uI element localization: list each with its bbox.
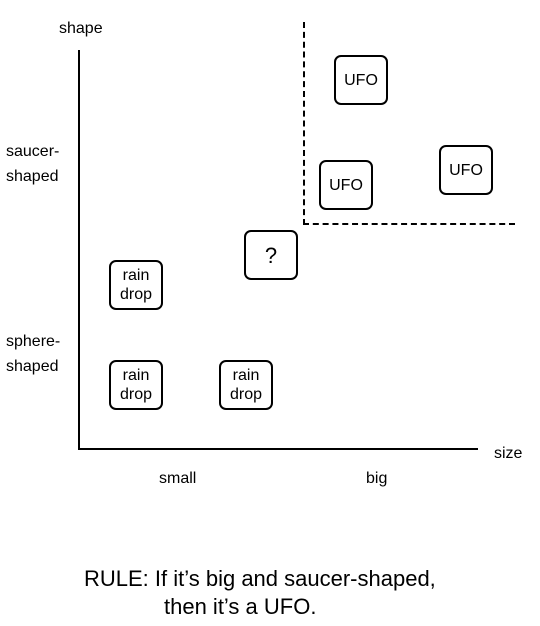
- unknown-box: ?: [244, 230, 298, 280]
- ufo-label: UFO: [449, 161, 483, 179]
- x-label-small: small: [159, 470, 197, 487]
- raindrop-box: rain drop: [109, 360, 163, 410]
- raindrop-label-line1: rain: [122, 367, 150, 384]
- y-axis-line: [78, 50, 80, 450]
- raindrop-label-line1: rain: [122, 267, 150, 284]
- ufo-box: UFO: [334, 55, 388, 105]
- rule-line-1: RULE: If it’s big and saucer-shaped,: [84, 566, 436, 591]
- raindrop-box: rain drop: [109, 260, 163, 310]
- raindrop-label-line2: drop: [229, 386, 263, 403]
- ufo-label: UFO: [344, 71, 378, 89]
- y-label-sphere-line2: shaped: [6, 358, 59, 375]
- y-label-sphere-shaped: sphere- shaped: [6, 329, 60, 379]
- ufo-box: UFO: [439, 145, 493, 195]
- y-axis-title: shape: [59, 20, 103, 37]
- raindrop-box: rain drop: [219, 360, 273, 410]
- ufo-label: UFO: [329, 176, 363, 194]
- rule-line-2: then it’s a UFO.: [164, 594, 317, 619]
- raindrop-label-line1: rain: [232, 367, 260, 384]
- rule-boundary-vertical: [303, 22, 305, 225]
- y-label-saucer-shaped: saucer- shaped: [6, 139, 59, 189]
- x-label-big: big: [366, 470, 388, 487]
- x-axis-title: size: [494, 445, 523, 462]
- raindrop-label-line2: drop: [119, 386, 153, 403]
- rule-boundary-horizontal: [303, 223, 515, 225]
- y-label-sphere-line1: sphere-: [6, 333, 61, 350]
- x-axis-line: [78, 448, 478, 450]
- question-mark: ?: [264, 242, 278, 268]
- y-label-saucer-line2: shaped: [6, 168, 59, 185]
- raindrop-label-line2: drop: [119, 286, 153, 303]
- y-label-saucer-line1: saucer-: [6, 143, 60, 160]
- ufo-box: UFO: [319, 160, 373, 210]
